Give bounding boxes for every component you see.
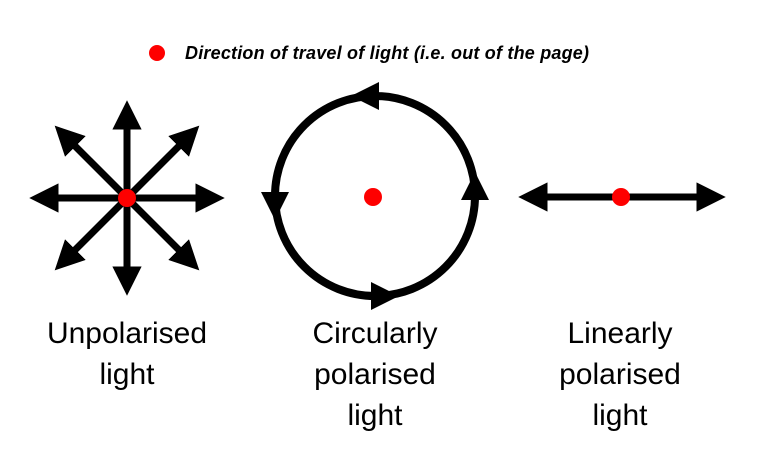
arrowhead-bottom-right xyxy=(371,282,399,310)
anticlockwise-arrowheads xyxy=(261,82,489,310)
arrowhead-top-left xyxy=(351,82,379,110)
caption-unpolarised-light: Unpolarised light xyxy=(27,313,227,395)
caption-line: Linearly xyxy=(567,317,673,350)
caption-line: light xyxy=(347,399,403,432)
light-direction-dot-icon xyxy=(364,188,382,206)
caption-line: Unpolarised xyxy=(46,317,208,350)
caption-line: Circularly xyxy=(312,317,438,350)
legend-label: Direction of travel of light (i.e. out o… xyxy=(185,42,590,63)
caption-line: polarised xyxy=(314,358,436,391)
arrow-down-right xyxy=(124,195,200,271)
unpolarised-light-icon xyxy=(29,100,225,296)
linearly-polarised-light-icon xyxy=(518,182,726,212)
caption-line: light xyxy=(99,358,155,391)
light-direction-dot-icon xyxy=(612,188,630,206)
arrowhead-right-up xyxy=(461,172,489,200)
light-direction-dot-icon xyxy=(118,189,136,207)
caption-line: polarised xyxy=(559,358,681,391)
caption-circularly-polarised-light: Circularly polarised light xyxy=(275,313,475,436)
radial-arrows xyxy=(29,100,225,296)
arrowhead-left-down xyxy=(261,192,289,220)
arrow-up-right xyxy=(124,125,200,201)
caption-line: light xyxy=(592,399,648,432)
red-dot-icon xyxy=(149,45,165,61)
arrow-down-left xyxy=(54,195,130,271)
circularly-polarised-light-icon xyxy=(261,82,489,310)
legend: Direction of travel of light (i.e. out o… xyxy=(149,40,589,66)
arrow-up-left xyxy=(54,125,130,201)
caption-linearly-polarised-light: Linearly polarised light xyxy=(520,313,720,436)
